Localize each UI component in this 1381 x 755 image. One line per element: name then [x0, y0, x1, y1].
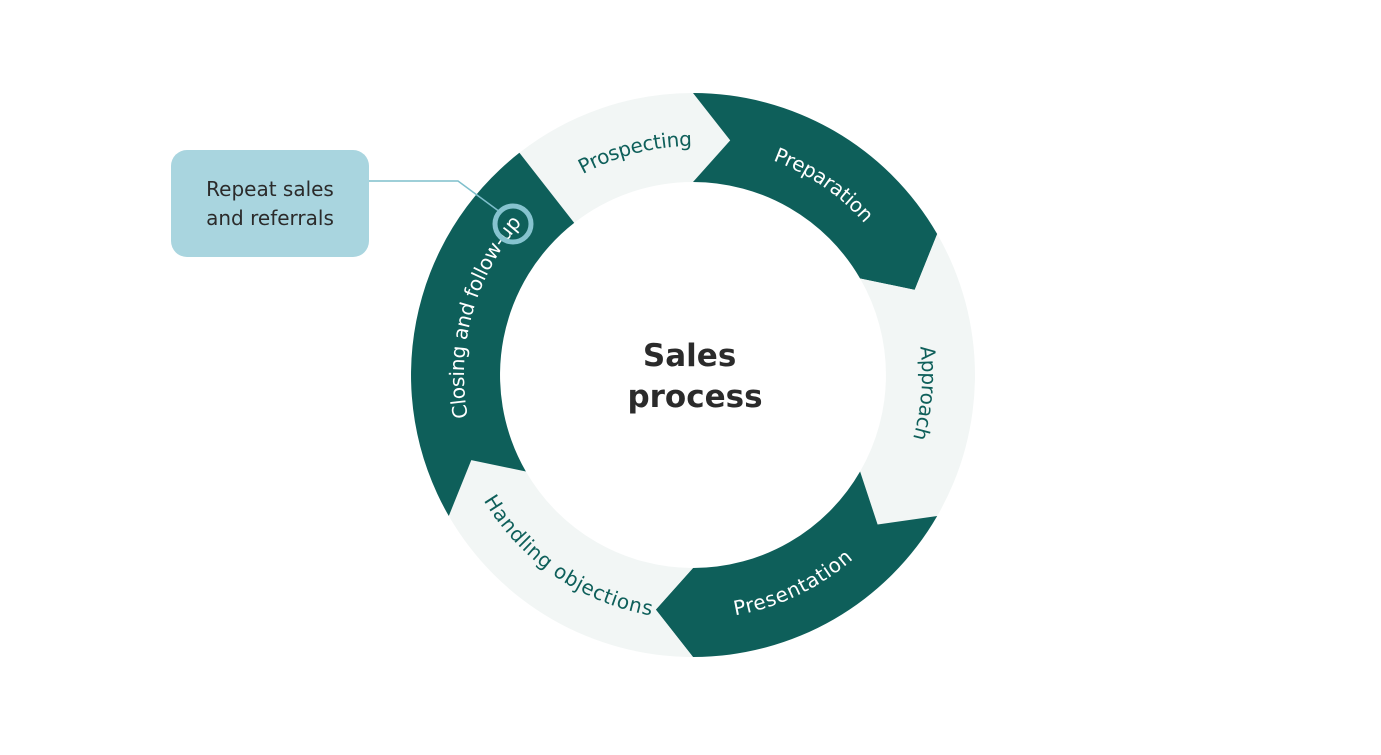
stage-segment-preparation — [693, 93, 938, 290]
center-title-line-1: Sales — [643, 338, 736, 374]
stage-segment-approach — [860, 234, 975, 525]
stage-segment-prospecting — [519, 93, 731, 223]
callout-line-1: Repeat sales — [206, 176, 334, 201]
callout-line-2: and referrals — [206, 205, 334, 230]
stage-segment-closing-and-follow-up — [411, 152, 575, 517]
center-title-line-2: process — [627, 379, 762, 415]
stage-segment-handling-objections — [448, 460, 693, 657]
callout-connector — [369, 180, 501, 213]
repeat-sales-marker — [492, 203, 534, 245]
stage-segment-presentation — [655, 471, 938, 657]
repeat-sales-callout: Repeat sales and referrals — [171, 150, 369, 257]
center-title: Sales process — [627, 338, 762, 415]
